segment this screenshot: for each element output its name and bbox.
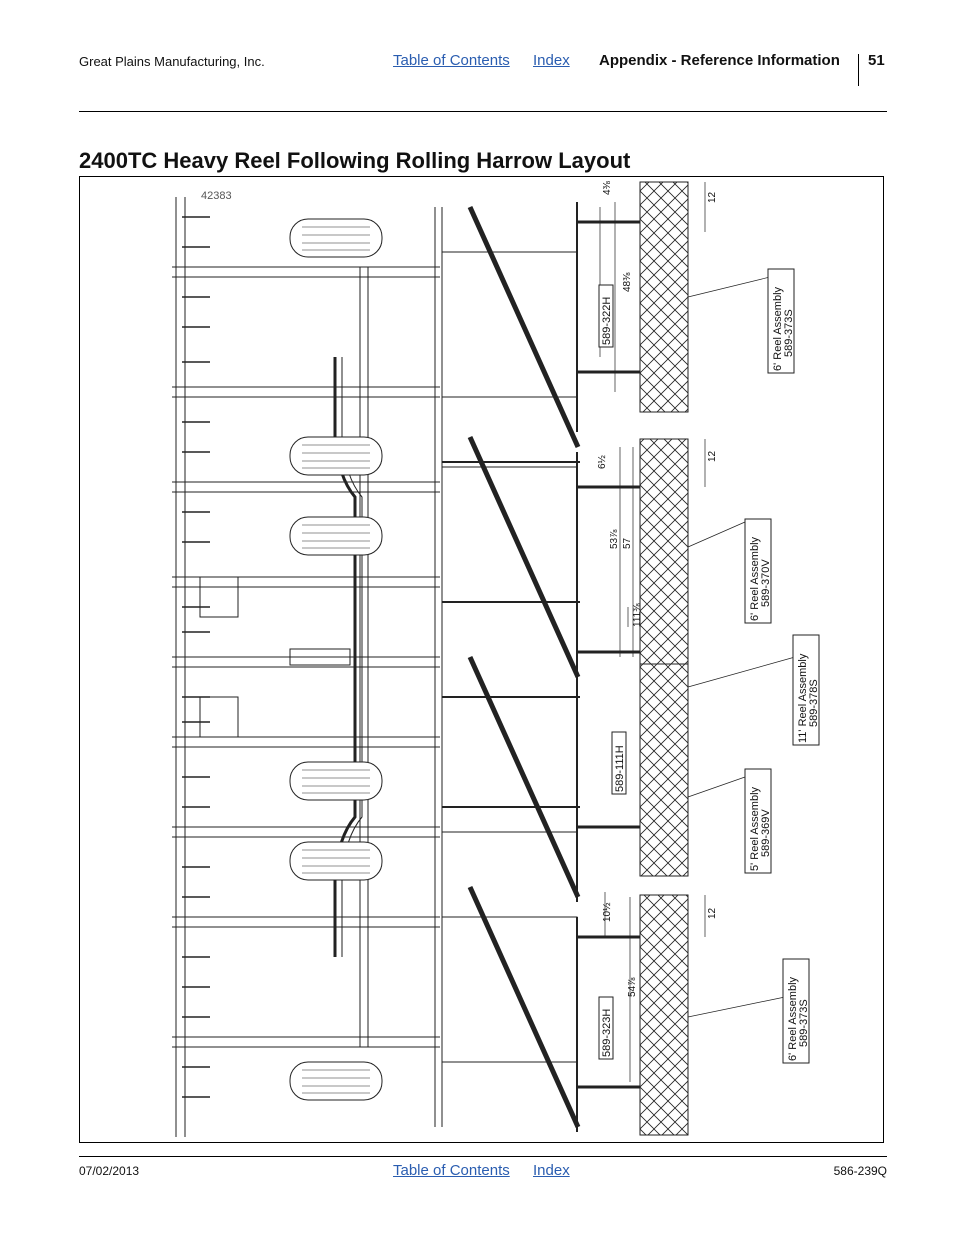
callout-reel-3-line2: 589-378S <box>808 679 820 727</box>
dimension-label: 48⅜ <box>622 272 633 292</box>
company-name: Great Plains Manufacturing, Inc. <box>79 54 265 69</box>
header-divider <box>858 54 859 86</box>
dimension-label: 54⅞ <box>627 977 638 997</box>
header-toc-link[interactable]: Table of Contents <box>393 52 510 69</box>
part-label-2: 589-111H <box>614 745 626 792</box>
dimension-label: 57 <box>622 537 633 549</box>
harrow-layout-drawing: 42383 6' Reel Assembly 589-373S 6' Reel … <box>172 180 820 1137</box>
layout-figure: 42383 6' Reel Assembly 589-373S 6' Reel … <box>79 176 884 1143</box>
part-label-1: 589-322H <box>601 297 613 345</box>
callout-reel-4-line1: 5' Reel Assembly <box>749 786 761 871</box>
dimension-label: 111⅜ <box>632 603 643 627</box>
footer-toc-link[interactable]: Table of Contents <box>393 1162 510 1179</box>
callout-reel-5-line1: 6' Reel Assembly <box>787 976 799 1061</box>
section-title: Appendix - Reference Information <box>599 52 840 69</box>
part-label-3: 589-323H <box>601 1009 613 1057</box>
footer-rule <box>79 1156 887 1157</box>
dimension-label: 4⅜ <box>602 180 613 195</box>
callout-reel-5-line2: 589-373S <box>798 999 810 1047</box>
dimension-label: 6½ <box>597 454 608 469</box>
callout-reel-1-line2: 589-373S <box>783 309 795 357</box>
callout-reel-2-line2: 589-370V <box>760 559 772 607</box>
header-rule <box>79 111 887 112</box>
callout-reel-4-line2: 589-369V <box>760 809 772 857</box>
document-number: 586-239Q <box>833 1164 887 1178</box>
callout-reel-2-line1: 6' Reel Assembly <box>749 536 761 621</box>
dimension-label: 12 <box>707 907 718 919</box>
callout-reel-1-line1: 6' Reel Assembly <box>772 286 784 371</box>
footer-date: 07/02/2013 <box>79 1164 140 1178</box>
dimension-label: 53⅞ <box>609 529 620 549</box>
callout-reel-3-line1: 11' Reel Assembly <box>797 653 809 743</box>
page-title: 2400TC Heavy Reel Following Rolling Harr… <box>79 148 631 173</box>
page-number: 51 <box>868 52 885 69</box>
header-index-link[interactable]: Index <box>533 52 570 69</box>
footer-index-link[interactable]: Index <box>533 1162 570 1179</box>
dimension-label: 12 <box>707 191 718 203</box>
dimension-label: 12 <box>707 450 718 462</box>
dimension-label: 10½ <box>602 902 613 922</box>
figure-number: 42383 <box>201 190 232 202</box>
